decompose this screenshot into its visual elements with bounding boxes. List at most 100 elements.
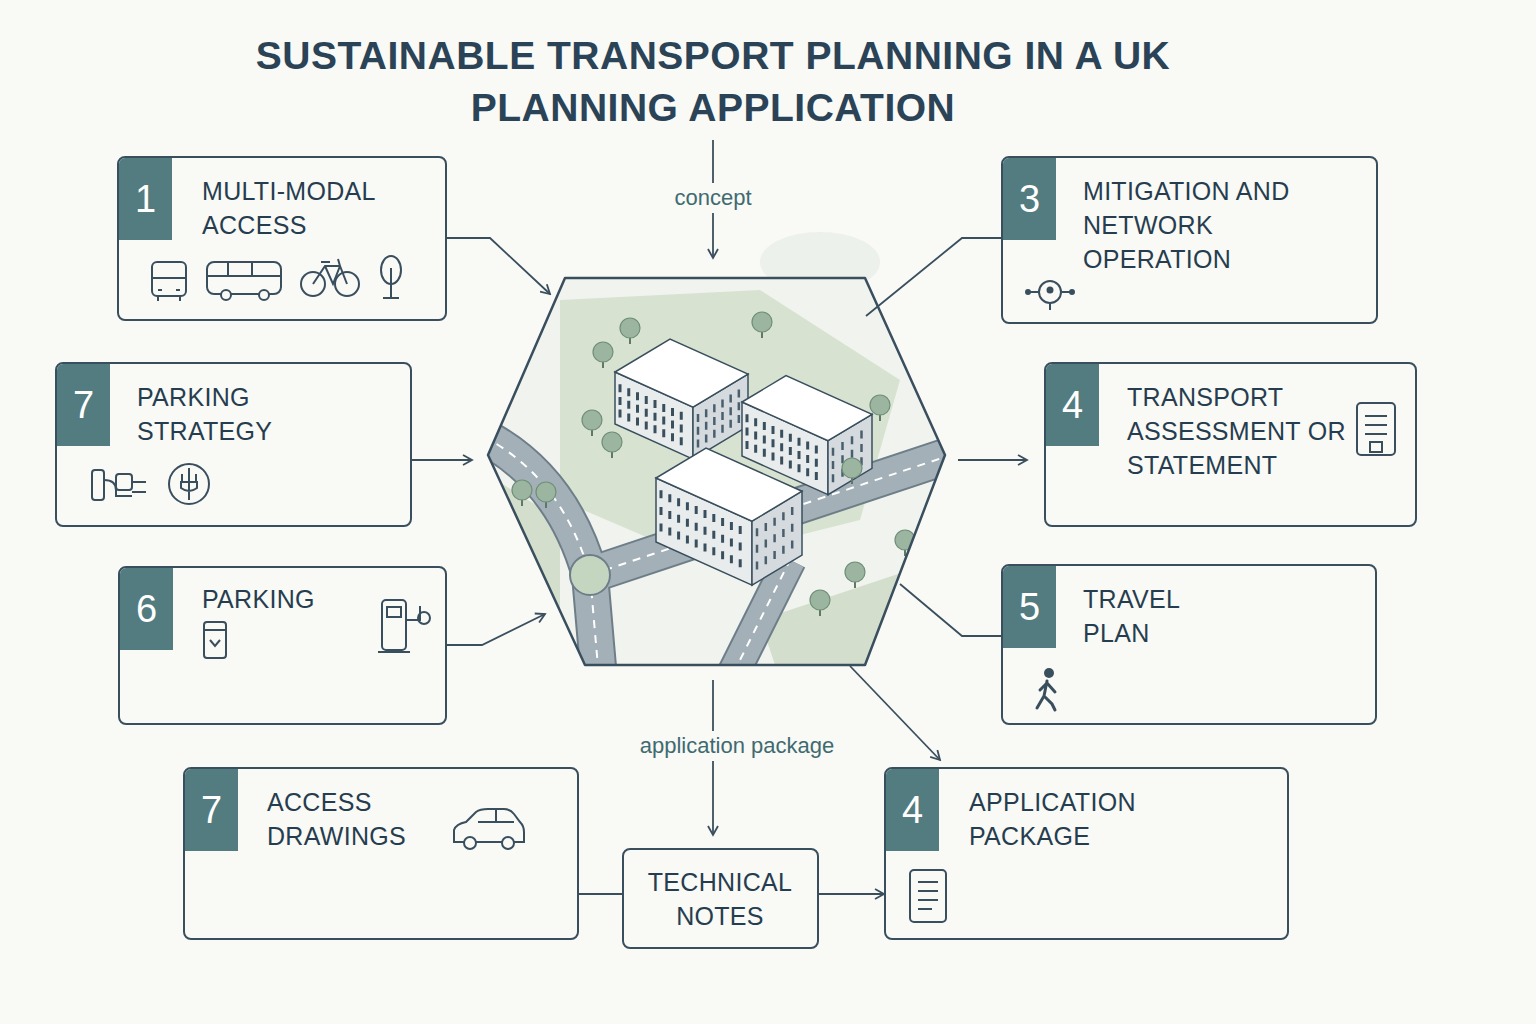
building-part xyxy=(636,392,639,400)
building-part xyxy=(815,445,818,453)
building-part xyxy=(789,460,792,468)
building-part xyxy=(798,464,801,472)
document-icon-part xyxy=(1357,403,1395,455)
coach-icon-part xyxy=(207,275,281,277)
building-part xyxy=(806,468,809,476)
document-icon-part xyxy=(918,881,938,883)
junction-icon-part xyxy=(1048,288,1053,293)
building-part xyxy=(662,417,665,425)
building-part xyxy=(729,420,732,428)
building-part xyxy=(712,531,715,539)
car-icon-part xyxy=(502,837,514,849)
building-part xyxy=(773,518,776,526)
phone-icon-part xyxy=(210,640,220,646)
callout-number: 6 xyxy=(120,568,173,650)
tree xyxy=(602,432,622,458)
phone-icon xyxy=(204,622,226,658)
document-icon-part xyxy=(918,890,938,892)
charge-point-icon-part xyxy=(418,612,430,624)
ev-charger-icon-part xyxy=(104,480,132,496)
box-heading: TRANSPORT ASSESSMENT OR STATEMENT xyxy=(1127,380,1347,482)
building-part xyxy=(765,540,768,548)
building-part xyxy=(697,439,700,447)
charge-point-icon-part xyxy=(382,600,406,650)
building-part xyxy=(695,506,698,514)
building-part xyxy=(756,562,759,570)
illustration-connector-part xyxy=(958,459,1027,461)
tree-icon-part xyxy=(390,268,392,298)
tree-icon-part xyxy=(383,297,399,299)
building-part xyxy=(697,414,700,422)
tree-part xyxy=(593,342,613,362)
building-part xyxy=(619,410,622,418)
building-part xyxy=(763,435,766,443)
tree-part xyxy=(870,395,890,415)
building-part xyxy=(772,439,775,447)
pedestrian-icon-part xyxy=(1037,681,1055,710)
callout-number: 1 xyxy=(119,158,172,240)
coach-icon-part xyxy=(259,290,269,300)
connector-arrow xyxy=(819,893,884,895)
building-part xyxy=(704,543,707,551)
flow-label: application package xyxy=(635,731,839,761)
building-part xyxy=(695,539,698,547)
site-hexagon xyxy=(488,278,945,665)
building-part xyxy=(730,555,733,563)
coach-icon-part xyxy=(227,262,229,276)
illustration-connector-part xyxy=(866,238,1001,316)
phone-icon-part xyxy=(204,622,226,658)
building-part xyxy=(721,551,724,559)
building xyxy=(656,448,802,585)
building-part xyxy=(765,523,768,531)
pedestrian-icon xyxy=(1037,668,1055,710)
tree-part xyxy=(845,562,865,582)
building-part xyxy=(729,395,732,403)
building-part xyxy=(671,421,674,429)
building-part xyxy=(832,448,835,456)
building-part xyxy=(772,426,775,434)
charge-point-icon-part xyxy=(378,651,410,653)
building-part xyxy=(660,507,663,515)
bus-icon-part xyxy=(176,289,180,291)
building-part xyxy=(619,397,622,405)
car-icon-part xyxy=(454,809,524,842)
tree-part xyxy=(842,458,862,478)
building-part xyxy=(782,546,785,554)
building-part xyxy=(627,401,630,409)
building-part xyxy=(645,421,648,429)
illustration-connector-part xyxy=(900,584,1001,636)
bus-icon xyxy=(152,262,186,301)
building-part xyxy=(677,498,680,506)
tree-part xyxy=(602,432,622,452)
building-part xyxy=(772,453,775,461)
building-part xyxy=(686,519,689,527)
building-part xyxy=(798,451,801,459)
box-heading: APPLICATION PACKAGE xyxy=(969,785,1184,853)
tree-part xyxy=(752,312,772,332)
illustration-connector-part xyxy=(447,614,545,645)
pedestrian-icon-part xyxy=(1044,668,1054,678)
callout-number: 7 xyxy=(185,769,238,851)
building-part xyxy=(677,532,680,540)
building-part xyxy=(860,431,863,439)
document-icon xyxy=(910,870,946,922)
building-part xyxy=(680,424,683,432)
building-part xyxy=(746,428,749,436)
building-part xyxy=(671,408,674,416)
building-part xyxy=(662,429,665,437)
building-part xyxy=(686,535,689,543)
site-illustration-part xyxy=(615,339,872,585)
coach-icon-part xyxy=(251,262,253,276)
tree xyxy=(870,395,890,421)
building-part xyxy=(654,425,657,433)
tree xyxy=(512,480,532,506)
tree xyxy=(536,482,556,508)
building-part xyxy=(671,433,674,441)
building-part xyxy=(705,409,708,417)
numbered-box: 6PARKING xyxy=(118,566,447,725)
bus-icon-part xyxy=(179,296,181,301)
building-part xyxy=(668,494,671,502)
diagram-title: SUSTAINABLE TRANSPORT PLANNING IN A UK P… xyxy=(243,30,1183,134)
building-part xyxy=(712,547,715,555)
coach-icon-part xyxy=(221,290,231,300)
